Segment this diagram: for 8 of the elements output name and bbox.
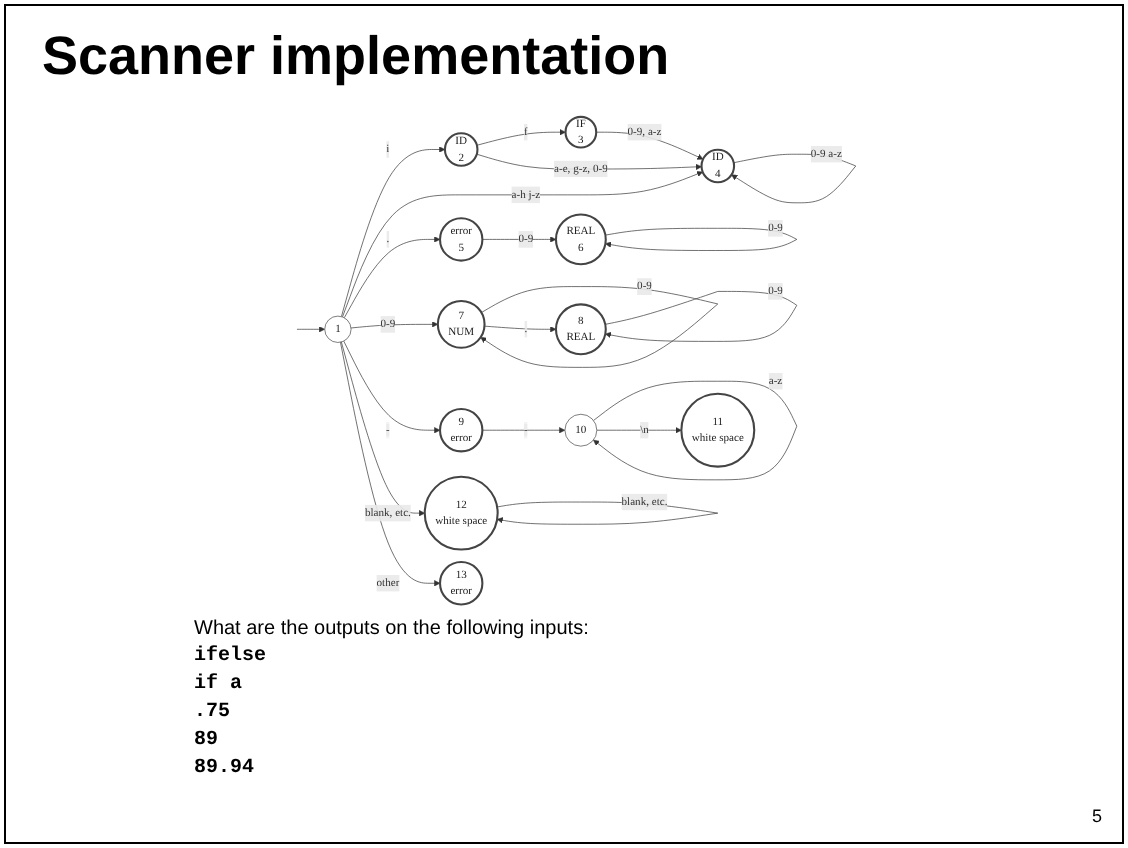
input-example: .75 <box>194 700 233 728</box>
input-example: ifelse <box>194 644 269 672</box>
slide-title: Scanner implementation <box>42 26 670 88</box>
question-text: What are the outputs on the following inputs: <box>194 616 589 644</box>
input-example: if a <box>194 672 245 700</box>
input-example: 89.94 <box>194 756 257 784</box>
input-example: 89 <box>194 728 221 756</box>
page-number: 5 <box>1091 806 1102 826</box>
